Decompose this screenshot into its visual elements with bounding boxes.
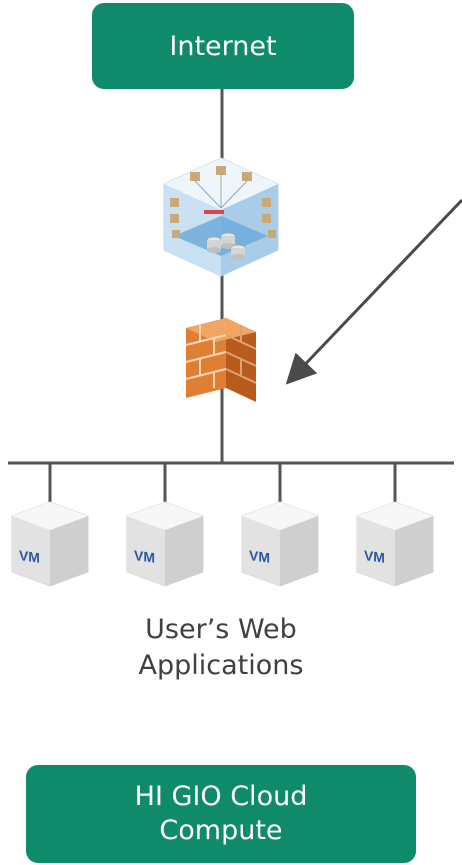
vm-cube-icon bbox=[241, 501, 319, 587]
caption-line-2: Applications bbox=[138, 650, 304, 681]
vm-cube-icon bbox=[126, 501, 204, 587]
caption-line-1: User’s Web bbox=[145, 614, 297, 645]
vm-label-2: VM bbox=[134, 547, 155, 566]
web-apps-caption: User’s Web Applications bbox=[90, 612, 352, 684]
network-cube-icon bbox=[163, 157, 279, 277]
vm-label-4: VM bbox=[364, 547, 385, 566]
vm-cube-icon bbox=[356, 501, 434, 587]
vm-cube-icon bbox=[11, 501, 89, 587]
cloud-label-line-2: Compute bbox=[159, 815, 283, 846]
vm-label-3: VM bbox=[249, 547, 270, 566]
cloud-compute-box: HI GIO Cloud Compute bbox=[26, 765, 416, 863]
cloud-label-line-1: HI GIO Cloud bbox=[134, 781, 308, 812]
pointer-arrow bbox=[285, 198, 462, 385]
vm-label-1: VM bbox=[19, 547, 40, 566]
internet-label: Internet bbox=[169, 30, 277, 62]
internet-box: Internet bbox=[92, 3, 354, 89]
firewall-icon bbox=[185, 318, 257, 402]
